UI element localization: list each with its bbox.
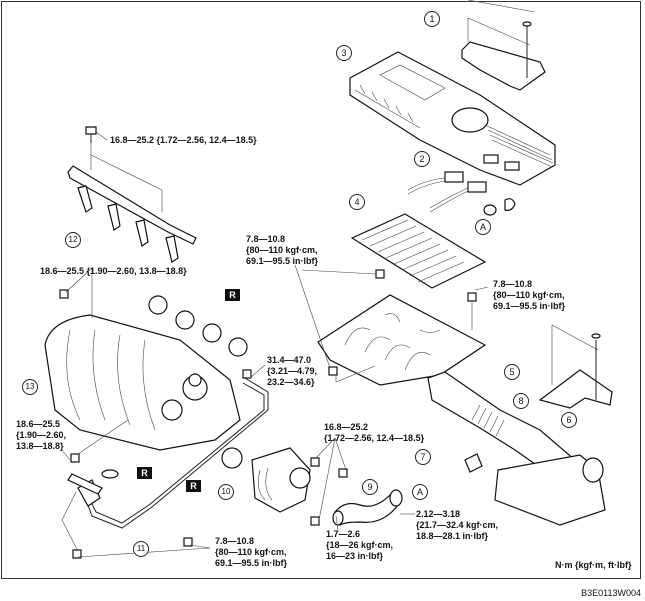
part-1-cover [461,0,546,91]
part-13-intake-manifold [44,314,241,451]
callout-10: 10 [218,484,234,500]
torque-manifold-top: 18.6—25.5 {1.90—2.60, 13.8—18.8} [40,266,187,276]
part-6-bracket [538,324,613,409]
part-10-throttle-body [251,447,311,513]
part-5-air-cleaner-case [317,294,487,386]
intake-gaskets [101,295,248,479]
part-9-hose [332,489,403,526]
part-7-gasket [464,453,483,473]
callout-6: 6 [561,412,577,428]
part-11-pipe [61,377,269,556]
torque-air-cleaner-left: 7.8—10.8 {80—110 kgf·cm, 69.1—95.5 in·lb… [246,234,319,266]
replace-mark-gaskets: R [225,289,240,301]
torque-throttle-body: 16.8—25.2 {1.72—2.56, 12.4—18.5} [324,422,425,443]
part-4-air-filter [350,213,487,289]
bolts [59,269,477,559]
callout-13: 13 [22,379,38,395]
part-8-air-duct [427,371,606,526]
callout-1: 1 [424,11,440,27]
torque-air-cleaner-right: 7.8—10.8 {80—110 kgf·cm, 69.1—95.5 in·lb… [493,279,566,311]
torque-pipe-bracket: 7.8—10.8 {80—110 kgf·cm, 69.1—95.5 in·lb… [215,536,288,568]
part-3-housing [349,51,556,186]
callout-12: 12 [65,232,81,248]
replace-mark-oring: R [137,467,152,479]
callout-11: 11 [133,541,149,557]
callout-5: 5 [504,364,520,380]
callout-4: 4 [349,194,365,210]
torque-hose-clamp-small: 1.7—2.6 {18—26 kgf·cm, 16—23 in·lbf} [326,529,394,561]
units-note: N·m {kgf·m, ft·lbf} [555,560,632,570]
part-12-fuel-rail [67,126,197,263]
replace-mark-tb-gasket: R [186,480,201,492]
connector-mark-a-bottom: A [412,484,428,500]
reference-code: B3E0113W004 [581,588,641,598]
callout-8: 8 [513,393,529,409]
torque-manifold-bottom: 18.6—25.5 {1.90—2.60, 13.8—18.8} [16,419,67,451]
torque-fuel-rail: 16.8—25.2 {1.72—2.56, 12.4—18.5} [110,135,257,145]
callout-7: 7 [415,449,431,465]
connector-mark-a-top: A [475,219,491,235]
diagram-frame [1,1,641,579]
torque-pipe-nut: 31.4—47.0 {3.21—4.79, 23.2—34.6} [267,355,318,387]
torque-hose-clamp-large: 2.12—3.18 {21.7—32.4 kgf·cm, 18.8—28.1 i… [416,509,499,541]
callout-2: 2 [414,151,430,167]
callout-3: 3 [336,45,352,61]
callout-9: 9 [362,479,378,495]
part-2-connectors [407,171,516,216]
